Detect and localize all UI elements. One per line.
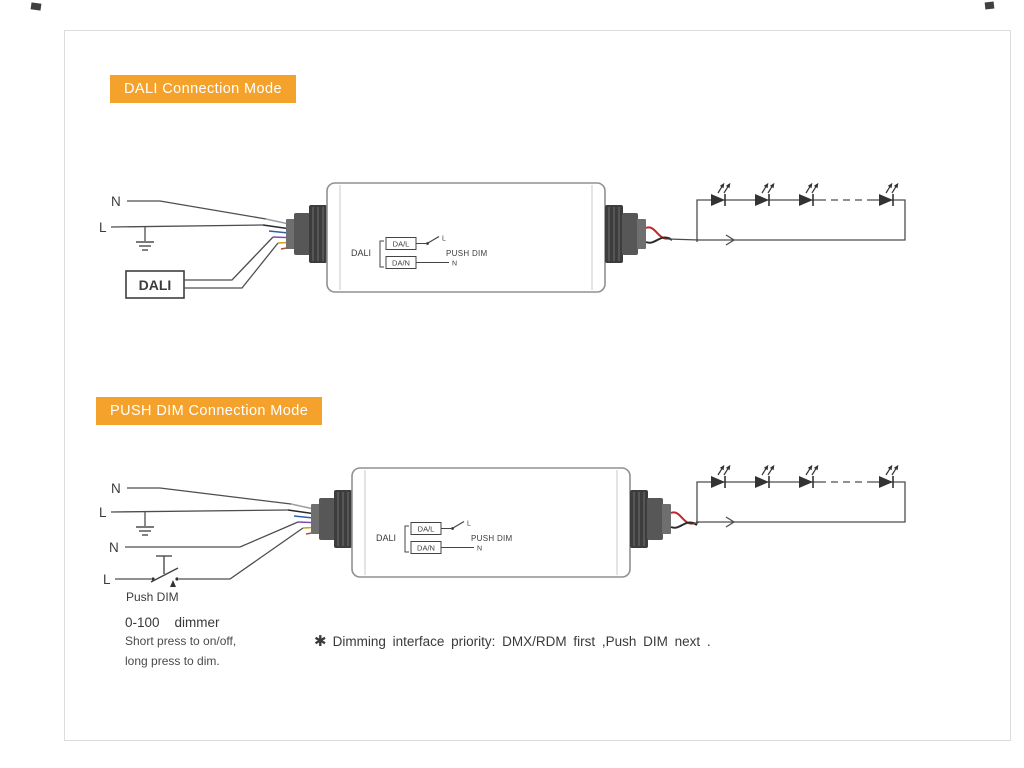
n-input-label: N bbox=[111, 481, 121, 496]
output-connector-wire bbox=[667, 238, 700, 241]
l-dim-label: L bbox=[103, 572, 111, 587]
l-input-label: L bbox=[99, 505, 107, 520]
push-switch-icon bbox=[150, 555, 179, 587]
l-input-wire bbox=[110, 509, 289, 513]
dimmer-instruction-1: Short press to on/off, bbox=[125, 634, 237, 648]
dali-bus-wire-b bbox=[184, 242, 279, 289]
asterisk-icon: ✱ bbox=[314, 633, 327, 650]
push-dim-mode-banner: PUSH DIM Connection Mode bbox=[96, 397, 323, 425]
l-input-wire bbox=[110, 224, 264, 228]
dimmer-instruction-2: long press to dim. bbox=[125, 654, 220, 668]
dali-bus-wire-a bbox=[184, 236, 274, 281]
dali-source-box bbox=[125, 270, 185, 299]
push-dim-connection-diagram: N L N L Push DIM bbox=[99, 464, 905, 604]
dali-connection-diagram: N L DALI bbox=[99, 182, 905, 299]
switch-arrow-icon bbox=[170, 580, 176, 587]
n-input-label: N bbox=[111, 194, 121, 209]
n-input-wire bbox=[127, 487, 292, 505]
n-input-wire bbox=[127, 200, 267, 220]
n-dim-label: N bbox=[109, 540, 119, 555]
priority-note: ✱ Dimming interface priority: DMX/RDM fir… bbox=[314, 632, 711, 650]
switched-l-wire bbox=[179, 527, 304, 580]
dimmer-range-text: 0-100 dimmer bbox=[125, 615, 220, 630]
n-dim-wire bbox=[125, 521, 299, 548]
dali-mode-banner: DALI Connection Mode bbox=[110, 75, 296, 103]
dali-source-label: DALI bbox=[139, 277, 172, 293]
content-frame-border bbox=[64, 30, 1011, 741]
l-input-label: L bbox=[99, 220, 107, 235]
dimmer-description: 0-100 dimmer Short press to on/off, long… bbox=[125, 615, 236, 670]
push-dim-switch-label: Push DIM bbox=[126, 590, 179, 604]
priority-note-text: Dimming interface priority: DMX/RDM firs… bbox=[332, 634, 711, 649]
